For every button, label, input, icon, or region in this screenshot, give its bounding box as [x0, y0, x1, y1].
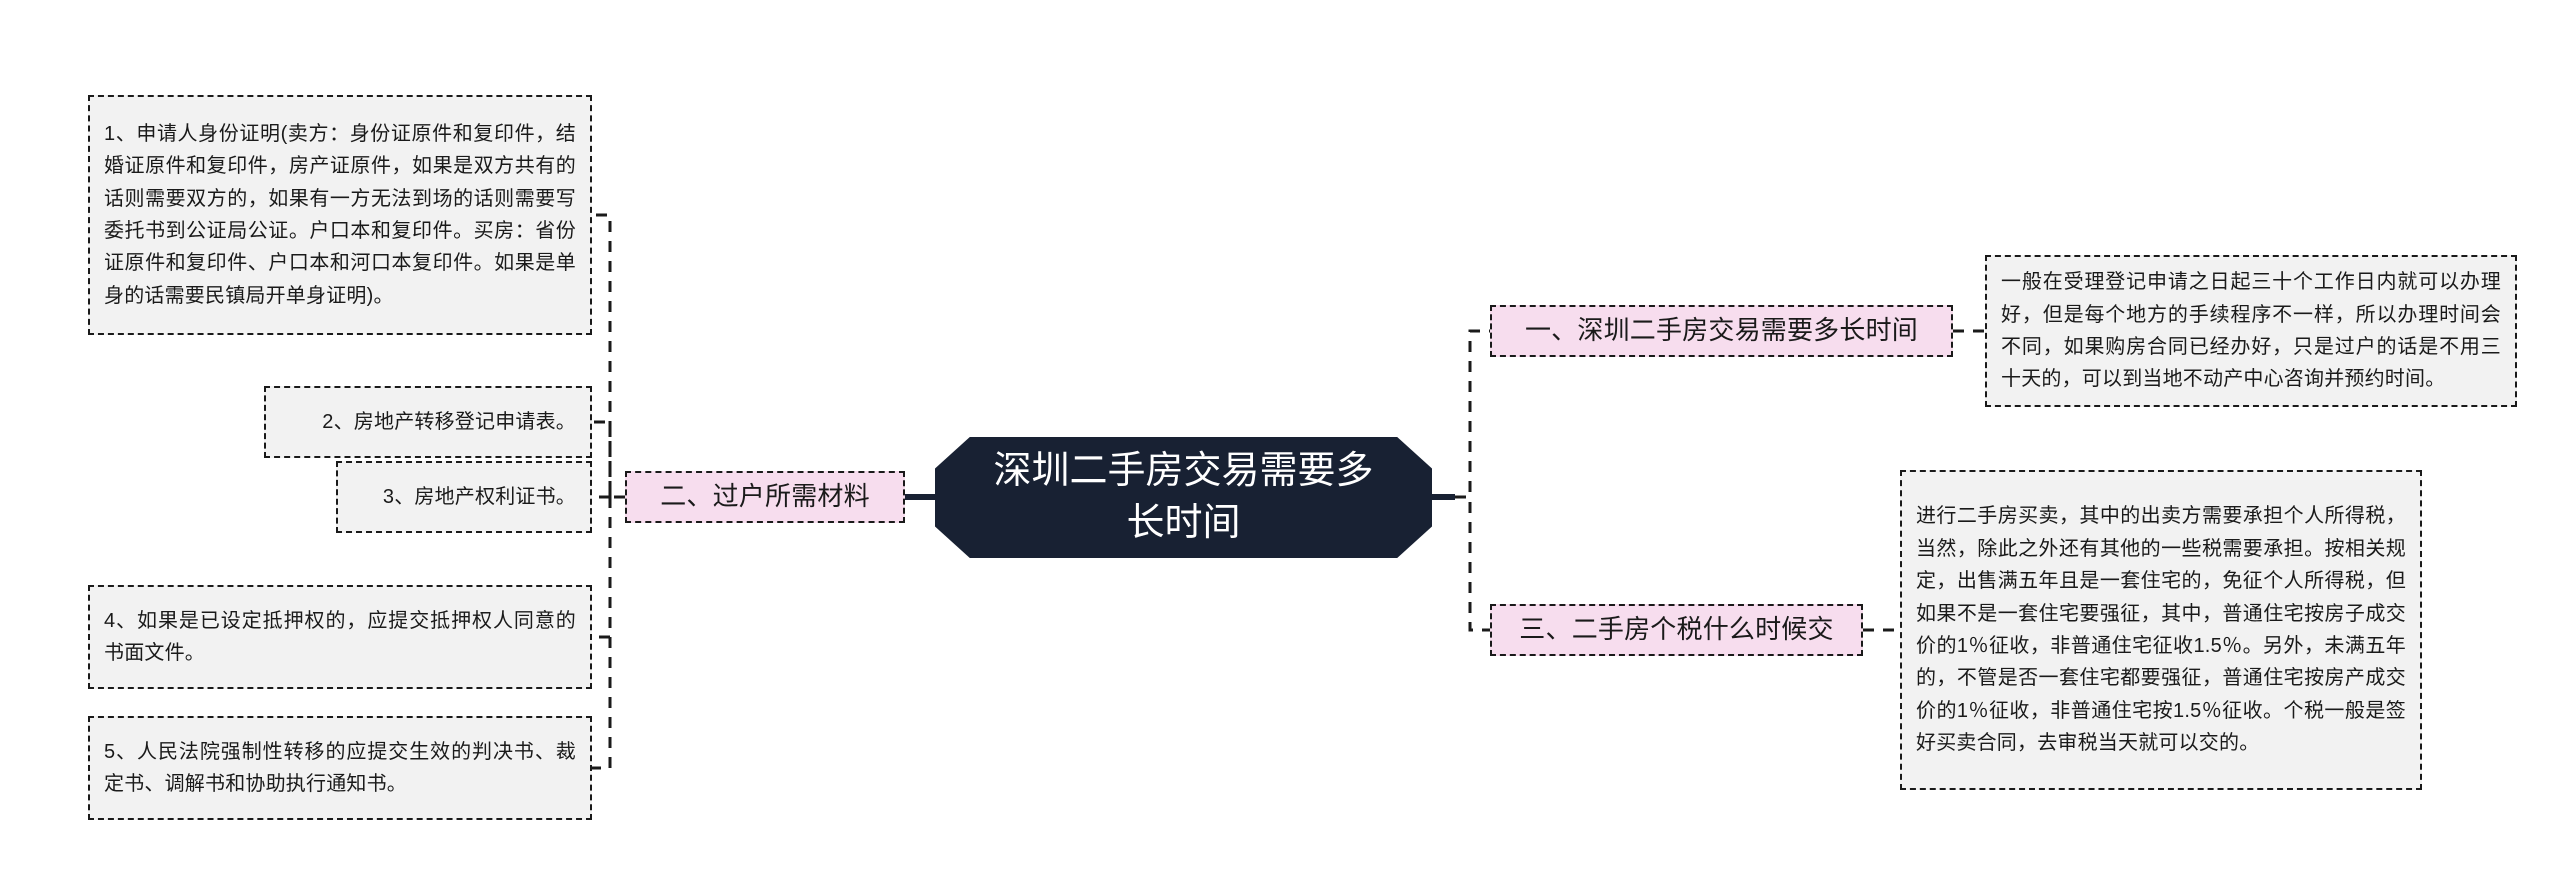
- leaf-node-2-3[interactable]: 3、房地产权利证书。: [336, 461, 592, 533]
- branch-node-3[interactable]: 三、二手房个税什么时候交: [1490, 604, 1863, 656]
- root-node[interactable]: 深圳二手房交易需要多长时间: [935, 437, 1432, 558]
- leaf-node-2-5[interactable]: 5、人民法院强制性转移的应提交生效的判决书、裁定书、调解书和协助执行通知书。: [88, 716, 592, 820]
- leaf-node-2-4[interactable]: 4、如果是已设定抵押权的，应提交抵押权人同意的书面文件。: [88, 585, 592, 689]
- root-node-label: 深圳二手房交易需要多长时间: [993, 450, 1374, 544]
- branch-node-2[interactable]: 二、过户所需材料: [625, 471, 905, 523]
- connector-root-to-branch-3: [1455, 495, 1490, 632]
- leaf-node-2-3-text: 3、房地产权利证书。: [382, 485, 576, 508]
- leaf-node-2-5-text: 5、人民法院强制性转移的应提交生效的判决书、裁定书、调解书和协助执行通知书。: [104, 740, 576, 795]
- leaf-node-1-1[interactable]: 一般在受理登记申请之日起三十个工作日内就可以办理好，但是每个地方的手续程序不一样…: [1985, 255, 2517, 407]
- connector-branch-2-to-leaf-2-5: [592, 497, 612, 770]
- connector-branch-2-to-leaf-2-4: [592, 497, 612, 639]
- leaf-node-2-4-text: 4、如果是已设定抵押权的，应提交抵押权人同意的书面文件。: [104, 609, 576, 664]
- leaf-node-2-2-text: 2、房地产转移登记申请表。: [322, 410, 576, 433]
- connector-branch-2-to-leaf-2-1: [592, 213, 625, 499]
- connector-branch-2-to-leaf-2-2: [592, 420, 612, 497]
- leaf-node-3-1[interactable]: 进行二手房买卖，其中的出卖方需要承担个人所得税，当然，除此之外还有其他的一些税需…: [1900, 470, 2422, 790]
- leaf-node-2-2[interactable]: 2、房地产转移登记申请表。: [264, 386, 592, 458]
- branch-node-2-label: 二、过户所需材料: [660, 481, 870, 512]
- branch-node-3-label: 三、二手房个税什么时候交: [1519, 614, 1834, 645]
- leaf-node-1-1-text: 一般在受理登记申请之日起三十个工作日内就可以办理好，但是每个地方的手续程序不一样…: [2001, 271, 2501, 391]
- branch-node-1[interactable]: 一、深圳二手房交易需要多长时间: [1490, 305, 1953, 357]
- branch-node-1-label: 一、深圳二手房交易需要多长时间: [1524, 315, 1918, 346]
- leaf-node-2-1[interactable]: 1、申请人身份证明(卖方：身份证原件和复印件，结婚证原件和复印件，房产证原件，如…: [88, 95, 592, 335]
- leaf-node-2-1-text: 1、申请人身份证明(卖方：身份证原件和复印件，结婚证原件和复印件，房产证原件，如…: [104, 122, 576, 307]
- leaf-node-3-1-text: 进行二手房买卖，其中的出卖方需要承担个人所得税，当然，除此之外还有其他的一些税需…: [1916, 505, 2406, 755]
- connector-root-to-branch-1: [1455, 329, 1490, 499]
